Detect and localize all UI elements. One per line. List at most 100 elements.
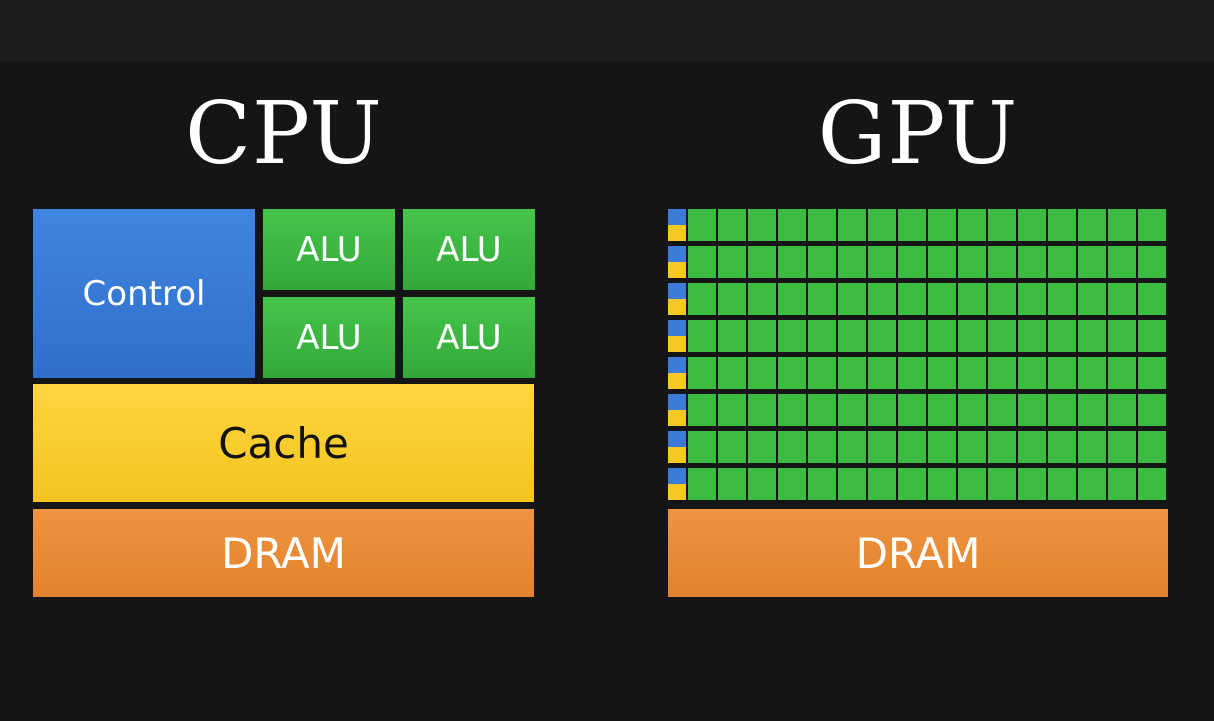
gpu-alu-cell [928, 283, 956, 315]
gpu-alu-cell [808, 357, 836, 389]
gpu-alu-cell [808, 394, 836, 426]
gpu-alu-cell [718, 357, 746, 389]
gpu-alu-cell [1048, 468, 1076, 500]
cpu-alu-label: ALU [296, 317, 362, 358]
gpu-alu-cell [718, 246, 746, 278]
gpu-alu-cell [1018, 394, 1046, 426]
gpu-alu-cell [1108, 246, 1136, 278]
gpu-alu-cell [748, 209, 776, 241]
gpu-alu-cell [688, 468, 716, 500]
gpu-alu-cell [868, 320, 896, 352]
gpu-core-row [668, 283, 1168, 315]
gpu-alu-cell [988, 283, 1016, 315]
gpu-alu-cell [748, 394, 776, 426]
gpu-alu-cell [1138, 283, 1166, 315]
gpu-alu-cell [688, 394, 716, 426]
gpu-alu-cell [868, 357, 896, 389]
gpu-alu-cell [928, 431, 956, 463]
gpu-alu-cell [748, 283, 776, 315]
gpu-alu-cell [688, 209, 716, 241]
gpu-alu-cell [718, 283, 746, 315]
gpu-control-unit [668, 246, 686, 262]
gpu-alu-cell [988, 468, 1016, 500]
gpu-alu-cell [838, 320, 866, 352]
gpu-alu-cell [958, 283, 986, 315]
gpu-alu-cell [868, 431, 896, 463]
gpu-alu-cell [838, 431, 866, 463]
cpu-alu-label: ALU [436, 229, 502, 270]
gpu-alu-cell [868, 394, 896, 426]
gpu-alu-cell [1108, 283, 1136, 315]
gpu-alu-cell [718, 468, 746, 500]
gpu-alu-cell [868, 468, 896, 500]
cpu-control-block: Control [33, 209, 255, 378]
gpu-cache-unit [668, 262, 686, 278]
gpu-alu-cell [1048, 431, 1076, 463]
gpu-core-row [668, 394, 1168, 426]
gpu-alu-cell [838, 468, 866, 500]
gpu-alu-cell [1018, 468, 1046, 500]
gpu-alu-cell [1108, 209, 1136, 241]
gpu-alu-cell [688, 431, 716, 463]
gpu-alu-cell [838, 394, 866, 426]
gpu-alu-cell [838, 357, 866, 389]
gpu-alu-cell [958, 320, 986, 352]
cpu-cache-block: Cache [33, 384, 534, 502]
gpu-control-unit [668, 209, 686, 225]
gpu-alu-cell [808, 283, 836, 315]
gpu-alu-cell [688, 283, 716, 315]
gpu-control-unit [668, 357, 686, 373]
gpu-dram-label: DRAM [855, 528, 981, 578]
cpu-alu-block: ALU [403, 297, 535, 378]
gpu-alu-cell [868, 246, 896, 278]
gpu-control-unit [668, 283, 686, 299]
gpu-alu-cell [928, 394, 956, 426]
gpu-alu-cell [898, 357, 926, 389]
gpu-alu-cell [958, 246, 986, 278]
gpu-control-unit [668, 468, 686, 484]
cpu-dram-label: DRAM [221, 528, 346, 578]
cpu-alu-block: ALU [263, 297, 395, 378]
gpu-alu-cell [748, 431, 776, 463]
gpu-alu-cell [988, 431, 1016, 463]
cpu-alu-block: ALU [263, 209, 395, 290]
gpu-alu-cell [838, 283, 866, 315]
cpu-alu-block: ALU [403, 209, 535, 290]
gpu-alu-cell [748, 246, 776, 278]
gpu-alu-cell [1048, 357, 1076, 389]
gpu-alu-cell [718, 209, 746, 241]
gpu-alu-cell [838, 209, 866, 241]
gpu-alu-cell [898, 394, 926, 426]
gpu-alu-cell [868, 209, 896, 241]
gpu-alu-cell [1108, 431, 1136, 463]
gpu-alu-cell [1018, 209, 1046, 241]
gpu-alu-cell [1138, 394, 1166, 426]
gpu-alu-cell [1138, 431, 1166, 463]
gpu-alu-cell [958, 431, 986, 463]
gpu-alu-cell [898, 246, 926, 278]
gpu-alu-cell [1018, 431, 1046, 463]
gpu-alu-cell [808, 468, 836, 500]
gpu-cache-unit [668, 299, 686, 315]
gpu-alu-cell [1078, 468, 1106, 500]
gpu-alu-cell [1018, 357, 1046, 389]
gpu-alu-cell [1078, 357, 1106, 389]
gpu-cache-unit [668, 410, 686, 426]
gpu-alu-cell [1078, 283, 1106, 315]
gpu-alu-cell [958, 394, 986, 426]
gpu-alu-cell [898, 320, 926, 352]
gpu-alu-cell [928, 209, 956, 241]
gpu-alu-cell [1078, 246, 1106, 278]
gpu-alu-cell [748, 468, 776, 500]
cpu-control-label: Control [82, 273, 206, 314]
gpu-core-row [668, 431, 1168, 463]
gpu-alu-cell [1108, 320, 1136, 352]
gpu-core-row [668, 357, 1168, 389]
gpu-alu-cell [1048, 320, 1076, 352]
gpu-alu-cell [1078, 209, 1106, 241]
gpu-alu-cell [688, 246, 716, 278]
gpu-cache-unit [668, 336, 686, 352]
gpu-cache-unit [668, 484, 686, 500]
gpu-alu-cell [778, 283, 806, 315]
gpu-alu-cell [898, 431, 926, 463]
